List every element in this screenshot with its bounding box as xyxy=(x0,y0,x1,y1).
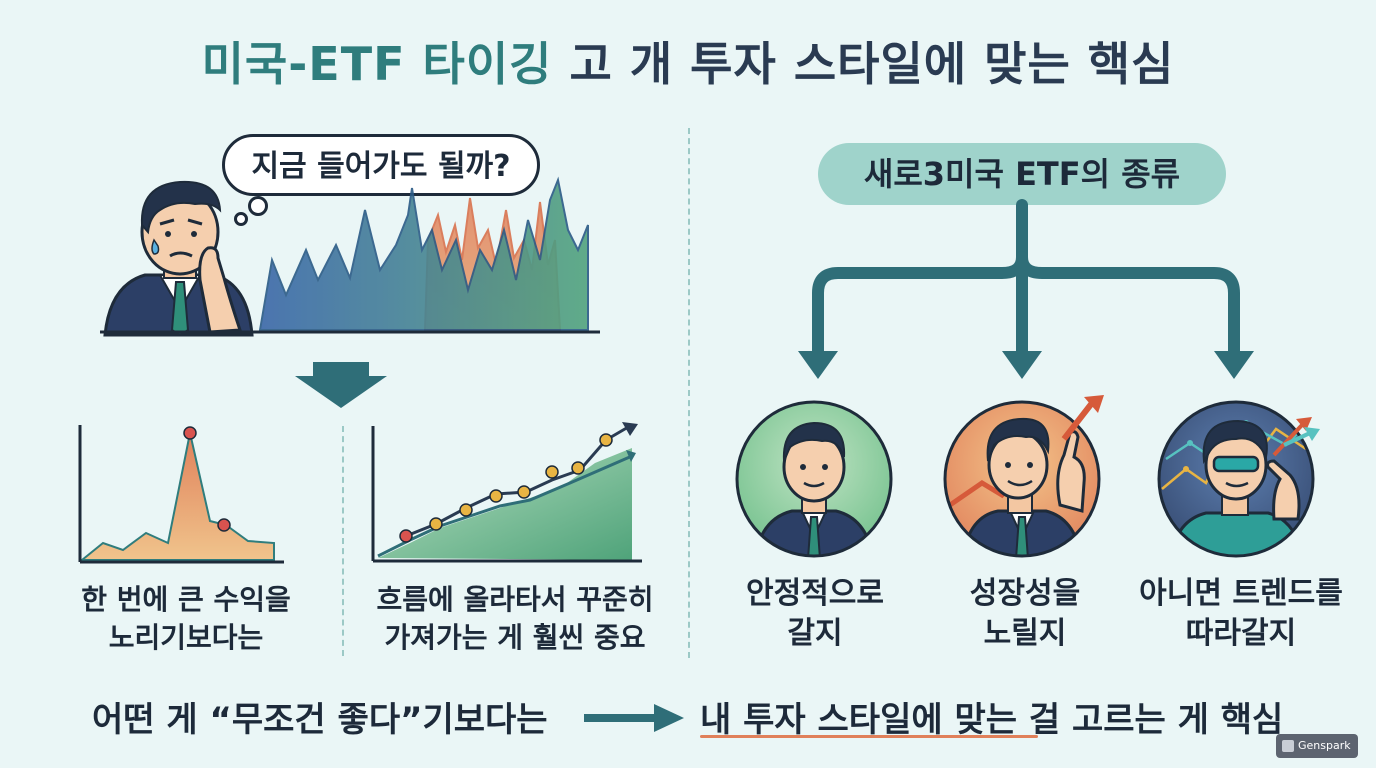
style-trend-line2: 따라갈지 xyxy=(1185,616,1297,651)
bottom-statement-left: 어떤 게 “무조건 좋다”기보다는 xyxy=(92,700,548,740)
genspark-logo-text: Genspark xyxy=(1298,739,1351,752)
caption-steady-flow: 흐름에 올라타서 꾸준히 가져가는 게 훨씬 중요 xyxy=(355,581,675,657)
caption-steady-flow-line1: 흐름에 올라타서 꾸준히 xyxy=(376,583,654,616)
right-arrow-icon xyxy=(584,704,684,732)
speech-bubble-text: 지금 들어가도 될까? xyxy=(251,149,511,184)
style-stable-line2: 갈지 xyxy=(787,616,843,651)
down-arrow-icon xyxy=(295,362,387,408)
page-title: 미국-ETF 타이깅 고 개 투자 스타일에 맞는 핵심 xyxy=(0,28,1376,94)
uptrend-chart xyxy=(371,422,642,563)
style-growth-line1: 성장성을 xyxy=(969,576,1081,611)
caption-big-return: 한 번에 큰 수익을 노리기보다는 xyxy=(56,581,316,657)
style-caption-growth: 성장성을 노릴지 xyxy=(910,574,1140,654)
spike-chart xyxy=(78,425,284,564)
bottom-statement-right: 내 투자 스타일에 맞는 걸 고르는 게 핵심 xyxy=(700,700,1284,740)
caption-big-return-line1: 한 번에 큰 수익을 xyxy=(81,583,291,616)
highlight-underline xyxy=(700,735,1038,738)
genspark-logo: Genspark xyxy=(1276,734,1358,758)
left-sub-divider xyxy=(342,426,344,656)
style-growth-line2: 노릴지 xyxy=(983,616,1067,651)
etf-types-badge-text: 새로3미국 ETF의 종류 xyxy=(863,155,1181,193)
thought-dot-small xyxy=(234,212,248,226)
branch-arrows xyxy=(798,199,1254,379)
persona-stable-avatar xyxy=(735,400,893,558)
style-trend-line1: 아니면 트렌드를 xyxy=(1139,576,1343,611)
worried-man-illustration xyxy=(103,180,254,337)
volatile-chart xyxy=(100,176,600,334)
caption-steady-flow-line2: 가져가는 게 훨씬 중요 xyxy=(384,621,646,654)
center-divider xyxy=(688,128,690,658)
title-part1: 미국-ETF 타이깅 xyxy=(201,37,553,91)
caption-big-return-line2: 노리기보다는 xyxy=(108,621,264,654)
style-stable-line1: 안정적으로 xyxy=(746,576,884,611)
genspark-logo-icon xyxy=(1282,740,1294,752)
title-part2: 고 개 투자 스타일에 맞는 핵심 xyxy=(569,37,1175,91)
style-caption-stable: 안정적으로 갈지 xyxy=(700,574,930,654)
persona-growth-avatar xyxy=(943,395,1104,558)
etf-types-badge: 새로3미국 ETF의 종류 xyxy=(818,143,1226,205)
thought-dot-large xyxy=(248,196,268,216)
speech-bubble: 지금 들어가도 될까? xyxy=(222,134,540,196)
persona-trend-avatar xyxy=(1157,400,1320,558)
style-caption-trend: 아니면 트렌드를 따라갈지 xyxy=(1116,574,1366,654)
